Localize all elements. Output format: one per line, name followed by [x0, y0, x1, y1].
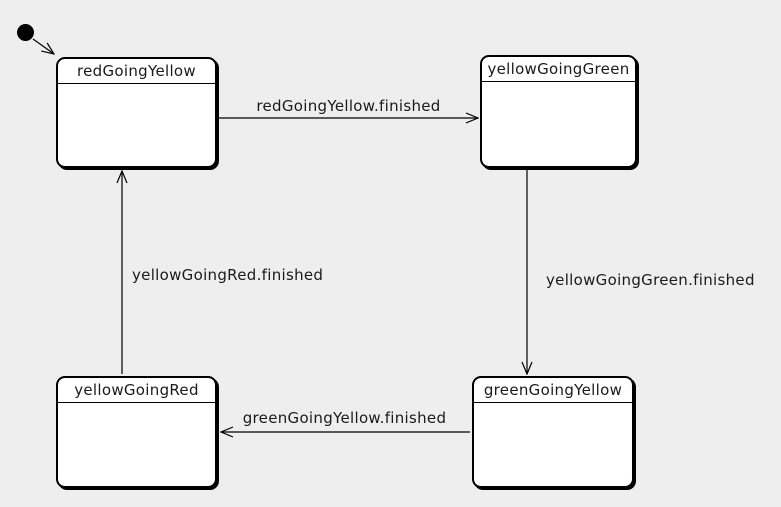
state-greenGoingYellow[interactable]: greenGoingYellow: [472, 376, 634, 488]
state-yellowGoingGreen[interactable]: yellowGoingGreen: [480, 55, 637, 168]
state-title: redGoingYellow: [77, 62, 196, 80]
state-title-compartment: yellowGoingGreen: [482, 57, 635, 82]
state-title-compartment: greenGoingYellow: [474, 378, 632, 403]
transition-label-yellowGoingGreen-finished: yellowGoingGreen.finished: [546, 271, 755, 289]
state-title: greenGoingYellow: [483, 381, 623, 399]
state-title-compartment: yellowGoingRed: [58, 378, 215, 403]
state-title: yellowGoingRed: [74, 381, 199, 399]
transition-label-yellowGoingRed-finished: yellowGoingRed.finished: [132, 266, 324, 284]
initial-state-dot[interactable]: [17, 24, 34, 41]
transition-label-redGoingYellow-finished: redGoingYellow.finished: [256, 97, 441, 115]
state-title: yellowGoingGreen: [487, 60, 630, 78]
initial-transition-arrow[interactable]: [32, 38, 54, 54]
transition-label-greenGoingYellow-finished: greenGoingYellow.finished: [242, 409, 447, 427]
state-redGoingYellow[interactable]: redGoingYellow: [56, 57, 217, 168]
state-title-compartment: redGoingYellow: [58, 59, 215, 84]
state-yellowGoingRed[interactable]: yellowGoingRed: [56, 376, 217, 488]
